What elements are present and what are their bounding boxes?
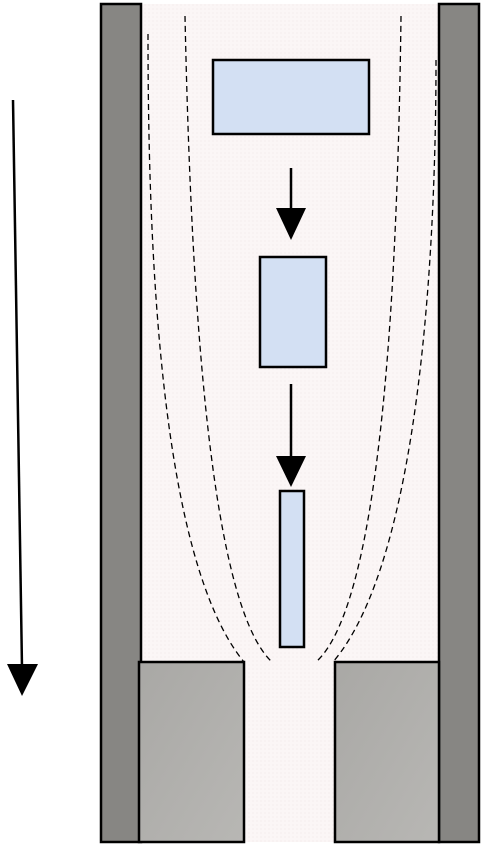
flow-line-inner-left bbox=[184, 15, 273, 663]
down-arrow-icon bbox=[276, 168, 306, 240]
right-wall bbox=[437, 2, 481, 844]
flow-line-outer-right bbox=[332, 59, 437, 663]
down-arrow-icon bbox=[276, 384, 306, 487]
right-die-block bbox=[333, 660, 441, 844]
specimen-stage-2 bbox=[258, 255, 328, 369]
flow-lines bbox=[147, 15, 437, 663]
long-down-arrow-icon bbox=[7, 99, 38, 696]
flow-line-inner-right bbox=[315, 15, 402, 663]
left-die-block bbox=[137, 660, 246, 844]
left-wall bbox=[99, 2, 143, 844]
specimen-stage-1 bbox=[211, 58, 371, 136]
specimen-stage-3 bbox=[278, 489, 306, 649]
